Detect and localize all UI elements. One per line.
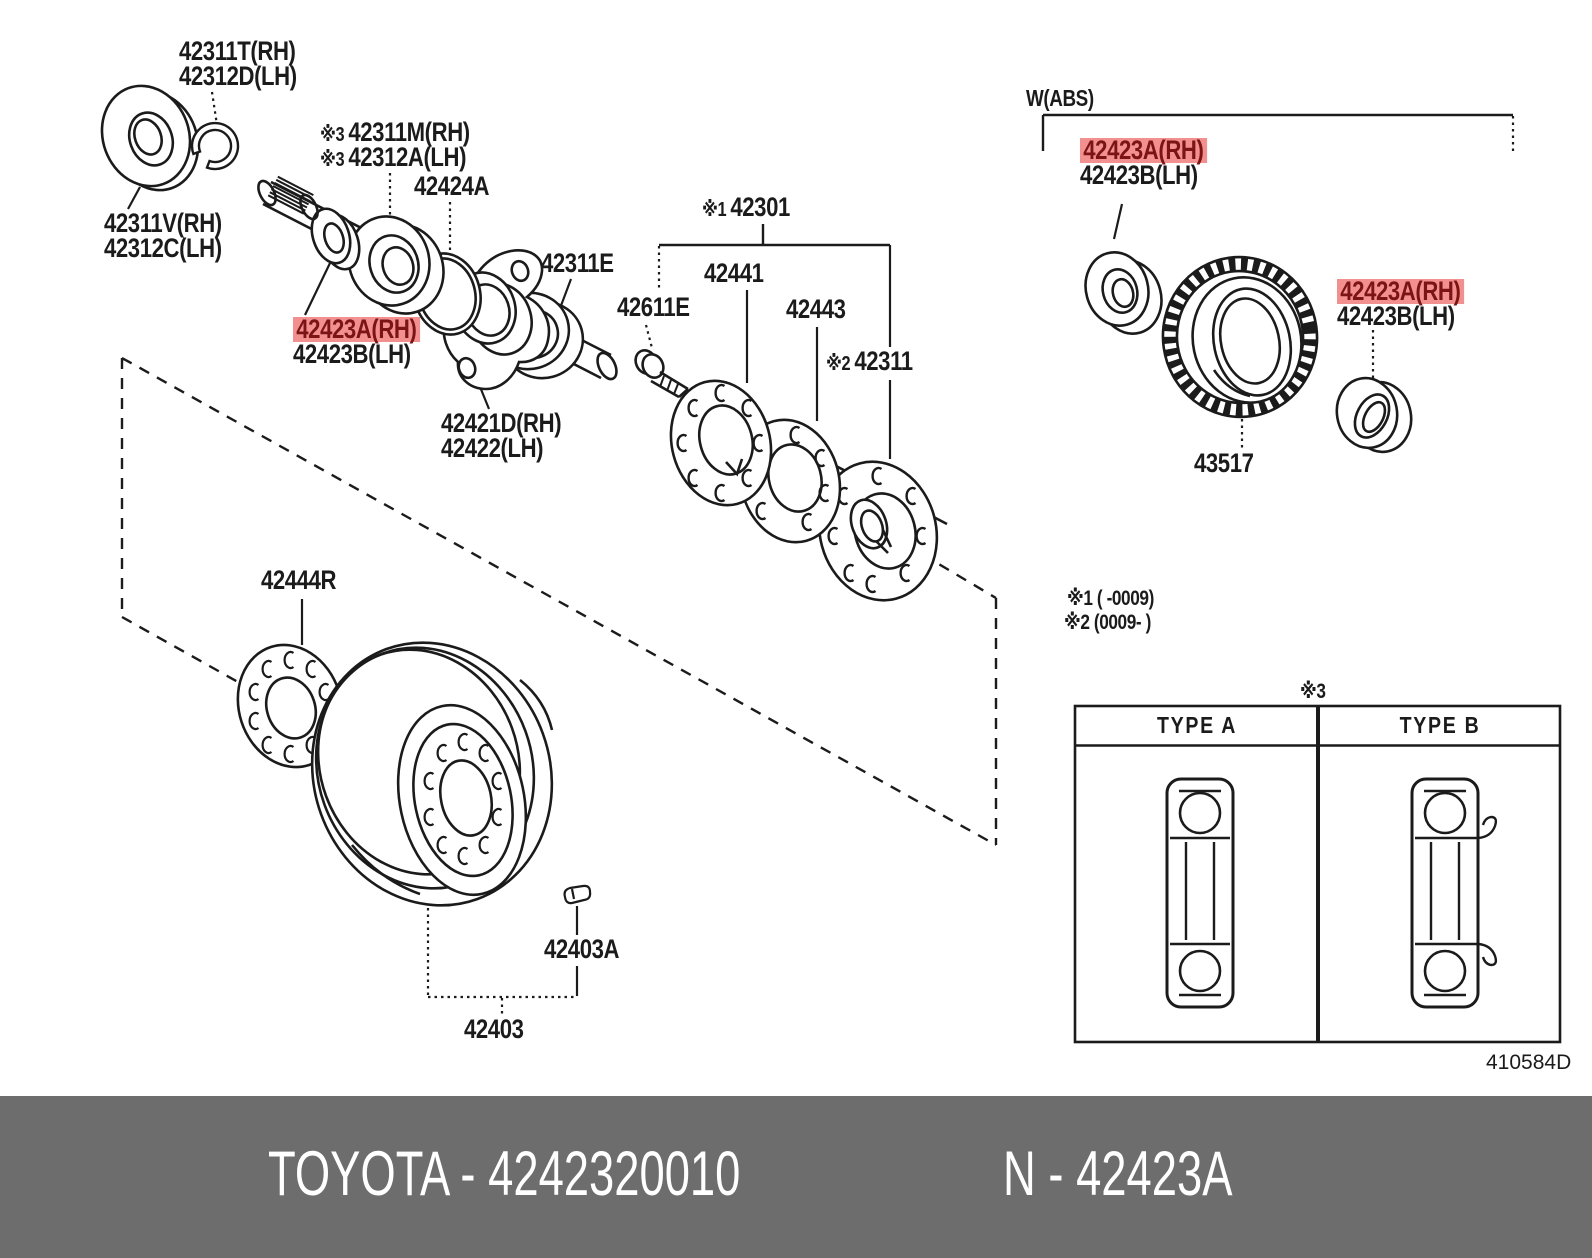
figure-code: 410584D	[1486, 1051, 1572, 1074]
leader-lines-dotted	[210, 91, 1515, 1016]
type-a-bearing-drawing	[1165, 777, 1235, 1009]
snap-ring-42311T-drawing	[190, 121, 240, 171]
axle-shaft-1-drawing	[257, 175, 618, 391]
table-header-type-b: TYPE B	[1399, 712, 1481, 738]
banner-brand-part-number: TOYOTA - 4242320010	[268, 1139, 741, 1210]
dashed-boundary	[120, 356, 998, 847]
note-1: ※1 ( -0009)	[1067, 587, 1154, 610]
axle-shaft-2-drawing	[634, 349, 948, 602]
brake-drum-42403-drawing	[310, 641, 554, 907]
bearing-type-table	[1073, 704, 1562, 1044]
note-2: ※2 (0009- )	[1064, 611, 1151, 634]
wabs-section-label: W(ABS)	[1026, 85, 1094, 111]
parts-diagram-drawing	[100, 84, 1562, 1044]
type-b-bearing-drawing	[1410, 777, 1498, 1009]
abs-rotor-43517-drawing	[1161, 255, 1319, 419]
part-number-banner: TOYOTA - 4242320010 N - 42423A	[0, 1096, 1592, 1258]
clip-42403A-drawing	[563, 884, 592, 905]
table-header-type-a: TYPE A	[1156, 712, 1238, 738]
note-3-table-ref: ※3	[1300, 680, 1326, 703]
banner-reference-number: N - 42423A	[1003, 1139, 1233, 1210]
seal-42311V-drawing	[100, 84, 200, 192]
brackets	[659, 113, 1513, 247]
abs-seal-1-drawing	[1084, 251, 1163, 335]
abs-seal-2-drawing	[1335, 376, 1413, 454]
leader-lines-solid	[127, 186, 1124, 996]
